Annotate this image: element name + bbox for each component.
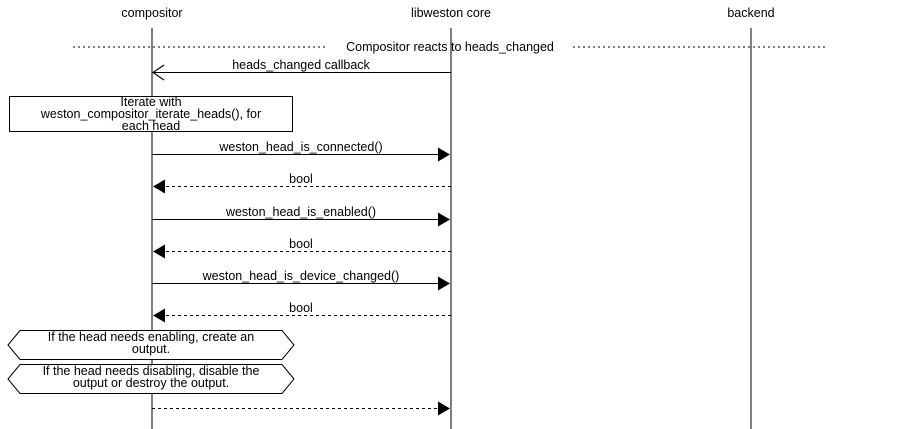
message-weston-head-is-connected[interactable]: weston_head_is_connected() bbox=[152, 140, 450, 162]
condition-enable-line-1: If the head needs enabling, create an bbox=[48, 330, 254, 344]
arrowhead-filled-left-icon bbox=[153, 308, 165, 323]
message-bool-return-connected[interactable]: bool bbox=[153, 172, 451, 194]
message-label-weston-head-is-enabled: weston_head_is_enabled() bbox=[225, 205, 376, 219]
message-label-bool-return-device-changed: bool bbox=[289, 301, 313, 315]
message-heads-changed-callback[interactable]: heads_changed callback bbox=[152, 58, 451, 81]
arrowhead-open-icon bbox=[152, 64, 165, 81]
condition-disable-line-2: output or destroy the output. bbox=[73, 376, 229, 390]
participant-libweston-core[interactable]: libweston core bbox=[411, 6, 491, 429]
message-label-bool-return-connected: bool bbox=[289, 172, 313, 186]
message-bool-return-device-changed[interactable]: bool bbox=[153, 301, 451, 323]
message-weston-head-is-enabled[interactable]: weston_head_is_enabled() bbox=[152, 205, 450, 227]
message-label-heads-changed-callback: heads_changed callback bbox=[232, 58, 370, 72]
message-weston-head-is-device-changed[interactable]: weston_head_is_device_changed() bbox=[152, 269, 450, 291]
arrowhead-filled-right-icon bbox=[438, 212, 450, 227]
condition-disable: If the head needs disabling, disable the… bbox=[7, 364, 295, 394]
message-label-bool-return-enabled: bool bbox=[289, 237, 313, 251]
arrowhead-filled-left-icon bbox=[153, 244, 165, 259]
note-iterate-heads: Iterate with weston_compositor_iterate_h… bbox=[9, 95, 293, 133]
condition-disable-line-1: If the head needs disabling, disable the bbox=[43, 364, 260, 378]
message-label-weston-head-is-device-changed: weston_head_is_device_changed() bbox=[202, 269, 400, 283]
arrowhead-filled-right-icon bbox=[438, 276, 450, 291]
note-box-iterate-heads bbox=[9, 96, 293, 132]
message-bool-return-enabled[interactable]: bool bbox=[153, 237, 451, 259]
message-label-weston-head-is-connected: weston_head_is_connected() bbox=[218, 140, 382, 154]
arrowhead-filled-right-icon bbox=[438, 401, 450, 416]
arrowhead-filled-left-icon bbox=[153, 179, 165, 194]
participant-label-backend: backend bbox=[727, 6, 774, 20]
separator-label: Compositor reacts to heads_changed bbox=[346, 40, 554, 54]
participant-label-compositor: compositor bbox=[121, 6, 182, 20]
note-line-3: each head bbox=[122, 119, 180, 133]
participant-label-libweston-core: libweston core bbox=[411, 6, 491, 20]
message-final[interactable] bbox=[152, 401, 450, 416]
participant-backend[interactable]: backend bbox=[727, 6, 775, 429]
arrowhead-filled-right-icon bbox=[438, 147, 450, 162]
participant-compositor[interactable]: compositor bbox=[121, 6, 183, 429]
condition-enable-line-2: output. bbox=[132, 342, 170, 356]
condition-shape-enable bbox=[7, 330, 295, 360]
note-line-1: Iterate with bbox=[120, 95, 181, 109]
separator-compositor-reacts: Compositor reacts to heads_changed bbox=[73, 40, 827, 54]
condition-shape-disable bbox=[7, 364, 295, 394]
note-line-2: weston_compositor_iterate_heads(), for bbox=[40, 107, 261, 121]
condition-enable: If the head needs enabling, create an ou… bbox=[7, 330, 295, 360]
